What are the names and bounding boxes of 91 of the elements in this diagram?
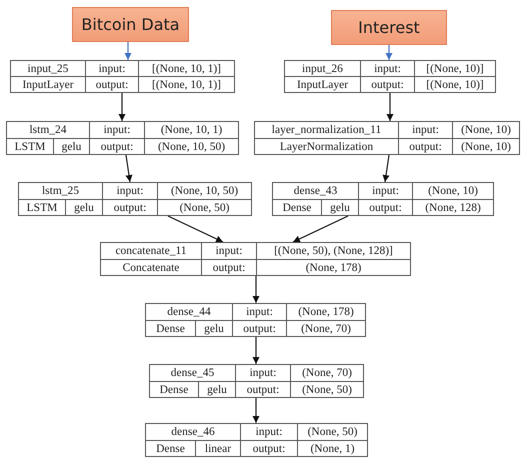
layer-table: [145, 303, 366, 337]
layer-type: Dense: [150, 381, 199, 397]
shape-value: [(None, 10, 1)]: [151, 62, 222, 76]
shape-value: (None, 10): [427, 184, 479, 199]
field-label: output:: [236, 381, 291, 397]
input-label: Bitcoin Data: [81, 15, 180, 34]
field-label: input:: [90, 122, 145, 138]
layer-name: dense_43: [273, 183, 359, 199]
field-label: output:: [90, 138, 145, 154]
layer-name: dense_45: [150, 365, 236, 381]
shape-value: (None, 10, 50): [170, 184, 240, 199]
activation: linear: [196, 440, 241, 456]
layer-table: [6, 121, 239, 155]
shape-value: (None, 10, 50): [145, 138, 238, 154]
arrow: [292, 216, 348, 242]
layer-table: [254, 121, 520, 155]
field-label: output:: [86, 76, 139, 92]
shape-value: (None, 70): [287, 320, 365, 336]
field-label: output:: [399, 138, 453, 154]
layer-name: input_26: [285, 61, 361, 76]
activation: gelu: [66, 199, 103, 215]
field-label: output:: [241, 440, 298, 456]
field-label: input:: [103, 183, 158, 199]
shape-value: (None, 10): [460, 123, 512, 138]
field-label: input:: [361, 61, 415, 76]
shape-value: (None, 10, 1): [160, 123, 224, 138]
shape-value: (None, 70): [301, 366, 353, 381]
shape-value: (None, 50): [291, 381, 363, 397]
layer-name: dense_44: [146, 304, 233, 320]
shape-value: (None, 10): [453, 138, 519, 154]
layer-type: InputLayer: [285, 76, 361, 92]
layer-type: Dense: [146, 440, 196, 456]
arrow: [386, 93, 394, 121]
field-label: input:: [202, 243, 257, 259]
arrow: [168, 216, 224, 242]
input-label: Interest: [358, 18, 420, 37]
layer-type: InputLayer: [11, 76, 86, 92]
field-label: input:: [399, 122, 453, 138]
field-label: output:: [103, 199, 158, 215]
field-label: output:: [202, 259, 257, 275]
field-label: input:: [86, 61, 139, 76]
activation: gelu: [199, 381, 236, 397]
shape-value: (None, 1): [298, 440, 367, 456]
shape-value: (None, 50): [306, 425, 358, 440]
arrow: [252, 337, 260, 364]
shape-value: [(None, 10)]: [415, 76, 495, 92]
shape-value: (None, 178): [257, 259, 410, 275]
layer-table: [284, 60, 496, 93]
layer-name: lstm_24: [7, 122, 90, 138]
arrow: [252, 276, 260, 303]
shape-value: [(None, 10)]: [425, 62, 485, 76]
shape-value: [(None, 10, 1)]: [139, 76, 234, 92]
layer-table: [100, 242, 411, 276]
layer-name: lstm_25: [19, 183, 103, 199]
arrow: [125, 154, 132, 182]
arrow: [118, 93, 126, 121]
layer-table: [149, 364, 364, 398]
layer-table: [145, 423, 368, 457]
layer-name: layer_normalization_11: [255, 122, 399, 138]
field-label: input:: [233, 304, 287, 320]
layer-type: Dense: [146, 320, 196, 336]
arrow: [386, 45, 392, 60]
field-label: output:: [233, 320, 287, 336]
layer-name: concatenate_11: [101, 243, 202, 259]
layer-name: dense_46: [146, 424, 241, 440]
arrow: [382, 154, 390, 182]
field-label: input:: [241, 424, 298, 440]
shape-value: (None, 50): [158, 199, 251, 215]
field-label: output:: [359, 199, 413, 215]
field-label: input:: [236, 365, 291, 381]
arrow: [124, 42, 132, 60]
activation: gelu: [196, 320, 233, 336]
layer-table: [18, 182, 252, 216]
arrow: [252, 398, 260, 423]
input-box: [72, 7, 189, 42]
field-label: input:: [359, 183, 413, 199]
layer-type: LSTM: [7, 138, 54, 154]
layer-type: LayerNormalization: [255, 138, 399, 154]
layer-table: [10, 60, 235, 93]
layer-name: input_25: [11, 61, 86, 76]
shape-value: (None, 128): [413, 199, 493, 215]
field-label: output:: [361, 76, 415, 92]
layer-type: Concatenate: [101, 259, 202, 275]
layer-table: [272, 182, 494, 216]
activation: gelu: [322, 199, 359, 215]
layer-type: LSTM: [19, 199, 66, 215]
layer-type: Dense: [273, 199, 322, 215]
shape-value: [(None, 50), (None, 128)]: [273, 244, 394, 259]
activation: gelu: [54, 138, 90, 154]
input-box: [331, 10, 447, 45]
shape-value: (None, 178): [297, 305, 355, 320]
